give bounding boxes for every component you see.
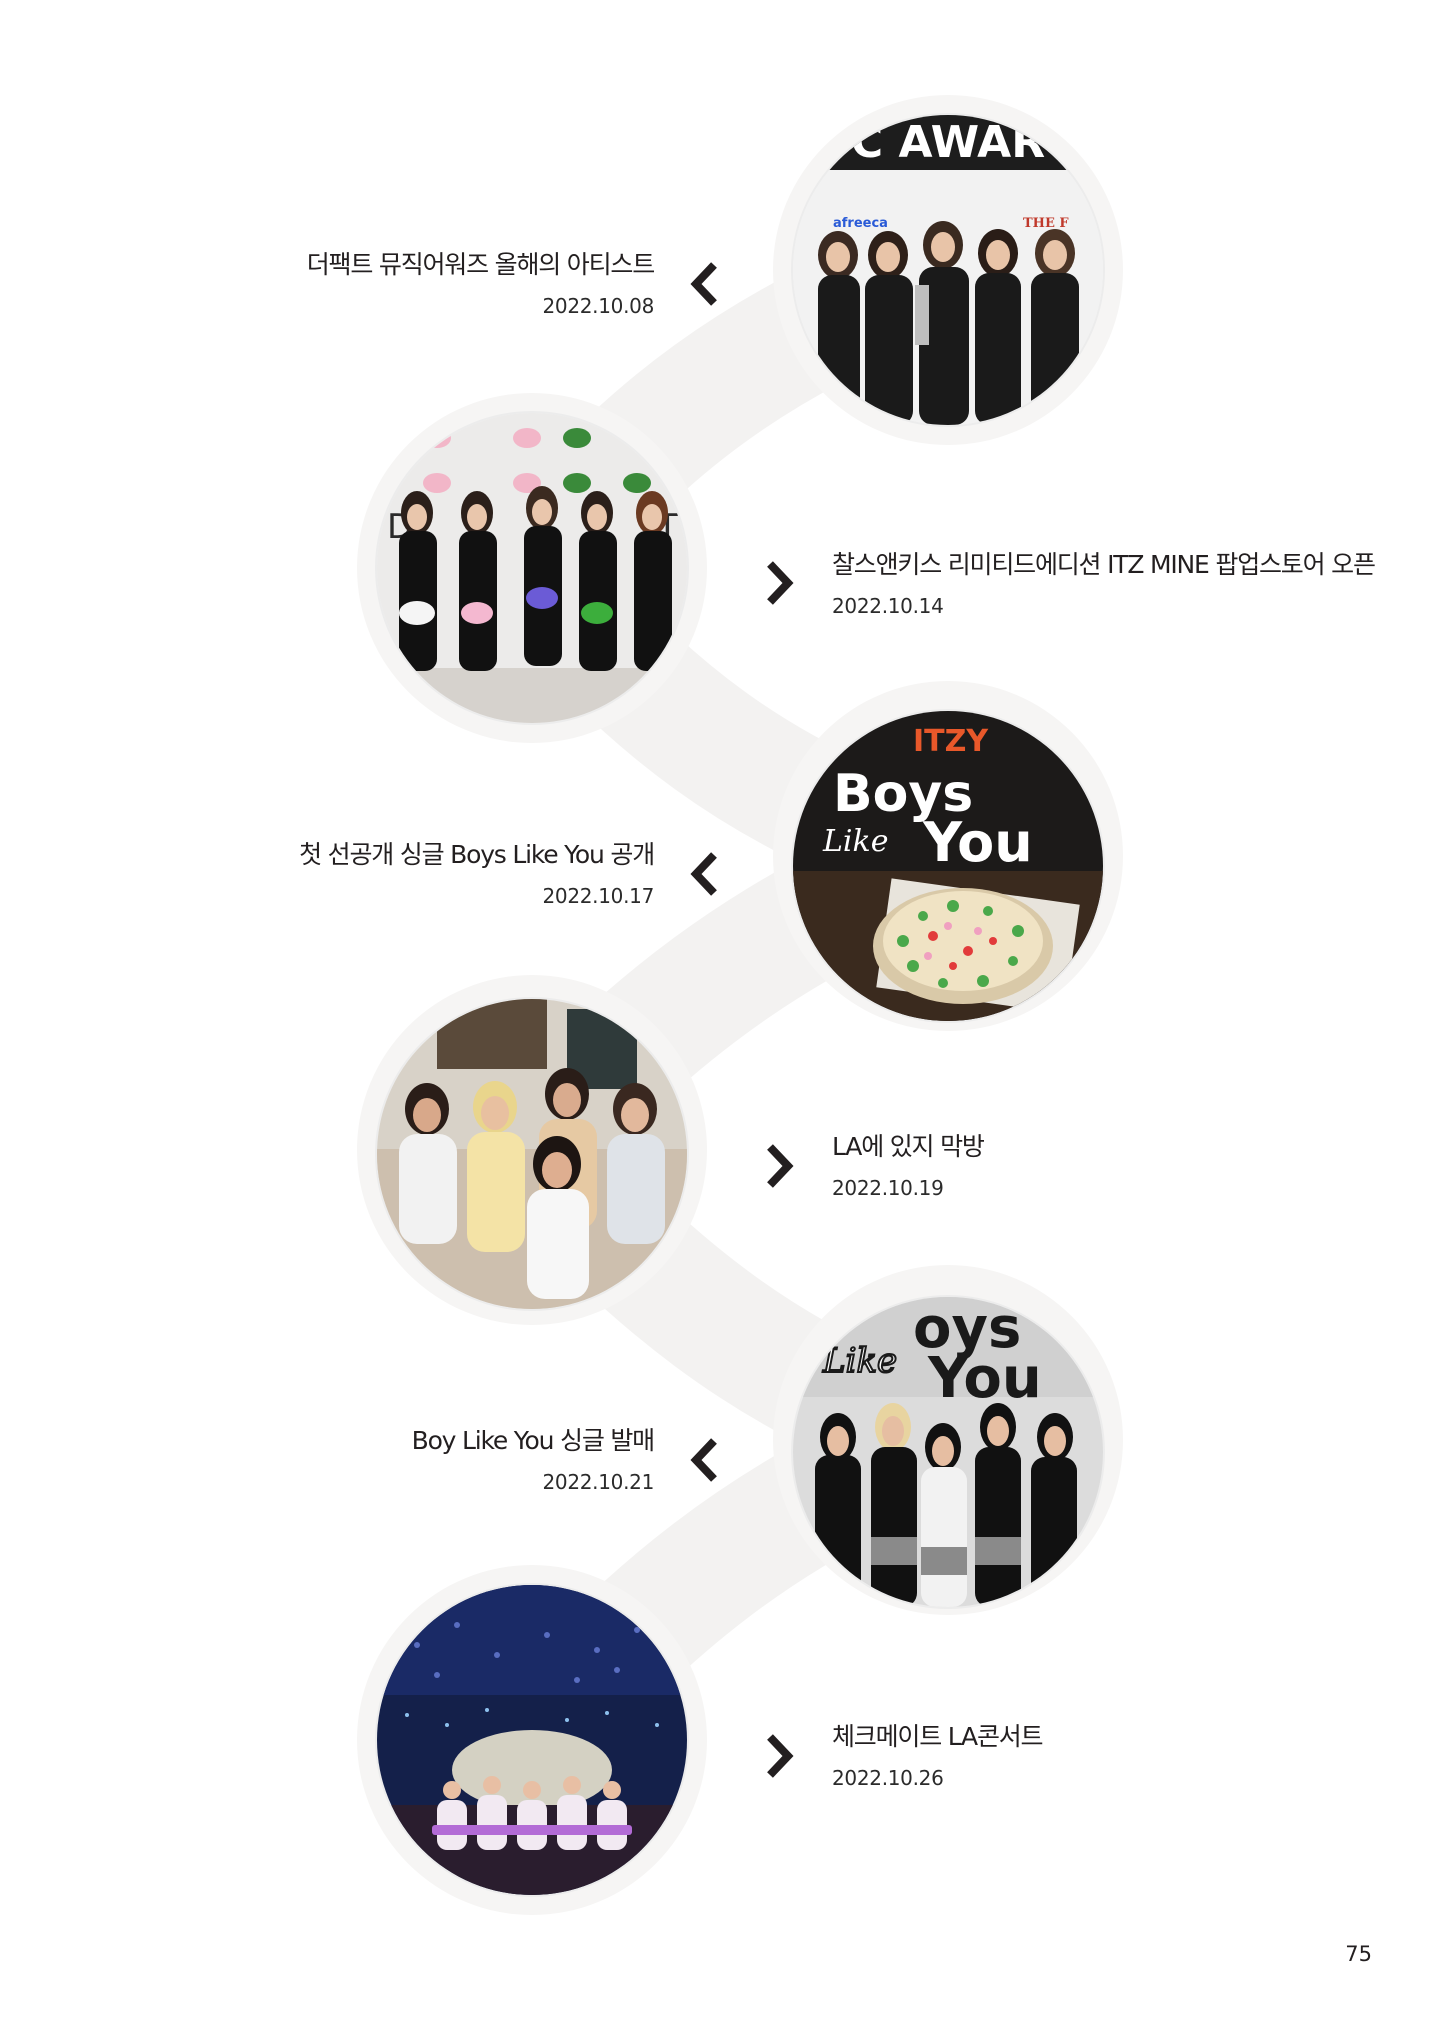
- page-number: 75: [1345, 1942, 1372, 1966]
- svg-text:THE F: THE F: [1023, 216, 1069, 231]
- svg-text:Boys: Boys: [833, 764, 973, 824]
- svg-text:afreeca: afreeca: [833, 216, 888, 231]
- svg-text:Like: Like: [822, 824, 888, 859]
- event-title: LA에 있지 막방: [832, 1132, 985, 1161]
- timeline-event-2: 찰스앤키스 리미티드에디션 ITZ MINE 팝업스토어 오픈 2022.10.…: [832, 548, 1434, 620]
- svg-text:ITZY: ITZY: [913, 724, 989, 759]
- event-title: 찰스앤키스 리미티드에디션 ITZ MINE 팝업스토어 오픈: [832, 550, 1376, 579]
- event-photo-popup-store: D IT: [377, 413, 687, 723]
- svg-text:You: You: [927, 1346, 1042, 1411]
- event-photo-boys-like-you-single: oys Like You: [793, 1297, 1103, 1607]
- event-title: 더팩트 뮤직어워즈 올해의 아티스트: [306, 250, 655, 279]
- event-photo-award-ceremony: C AWAR afreeca THE F: [793, 115, 1103, 425]
- event-date: 2022.10.17: [542, 884, 654, 908]
- event-date: 2022.10.19: [832, 1176, 944, 1200]
- svg-text:oys: oys: [913, 1297, 1021, 1361]
- event-photo-la-group: [377, 999, 687, 1309]
- event-date: 2022.10.14: [832, 594, 944, 618]
- chevron-right-icon: [767, 561, 794, 605]
- timeline-event-5: Boy Like You 싱글 발매 2022.10.21: [34, 1424, 656, 1496]
- timeline-event-3: 첫 선공개 싱글 Boys Like You 공개 2022.10.17: [34, 838, 655, 910]
- timeline-event-4: LA에 있지 막방 2022.10.19: [832, 1130, 1434, 1202]
- event-photo-boys-like-you-cake: ITZY Boys Like You: [793, 711, 1103, 1021]
- svg-text:Like: Like: [822, 1341, 897, 1381]
- event-photo-la-concert: [377, 1585, 687, 1895]
- svg-text:You: You: [922, 811, 1033, 874]
- event-date: 2022.10.08: [542, 294, 654, 318]
- timeline-event-1: 더팩트 뮤직어워즈 올해의 아티스트 2022.10.08: [34, 248, 655, 320]
- chevron-right-icon: [767, 1734, 794, 1778]
- chevron-right-icon: [767, 1144, 794, 1188]
- chevron-left-icon: [690, 262, 717, 306]
- event-title: 체크메이트 LA콘서트: [832, 1722, 1044, 1751]
- chevron-left-icon: [690, 852, 717, 896]
- event-title: Boy Like You 싱글 발매: [411, 1426, 656, 1455]
- event-title: 첫 선공개 싱글 Boys Like You 공개: [299, 840, 655, 869]
- event-date: 2022.10.21: [542, 1470, 654, 1494]
- timeline-event-6: 체크메이트 LA콘서트 2022.10.26: [832, 1720, 1434, 1792]
- event-date: 2022.10.26: [832, 1766, 944, 1790]
- chevron-left-icon: [690, 1438, 717, 1482]
